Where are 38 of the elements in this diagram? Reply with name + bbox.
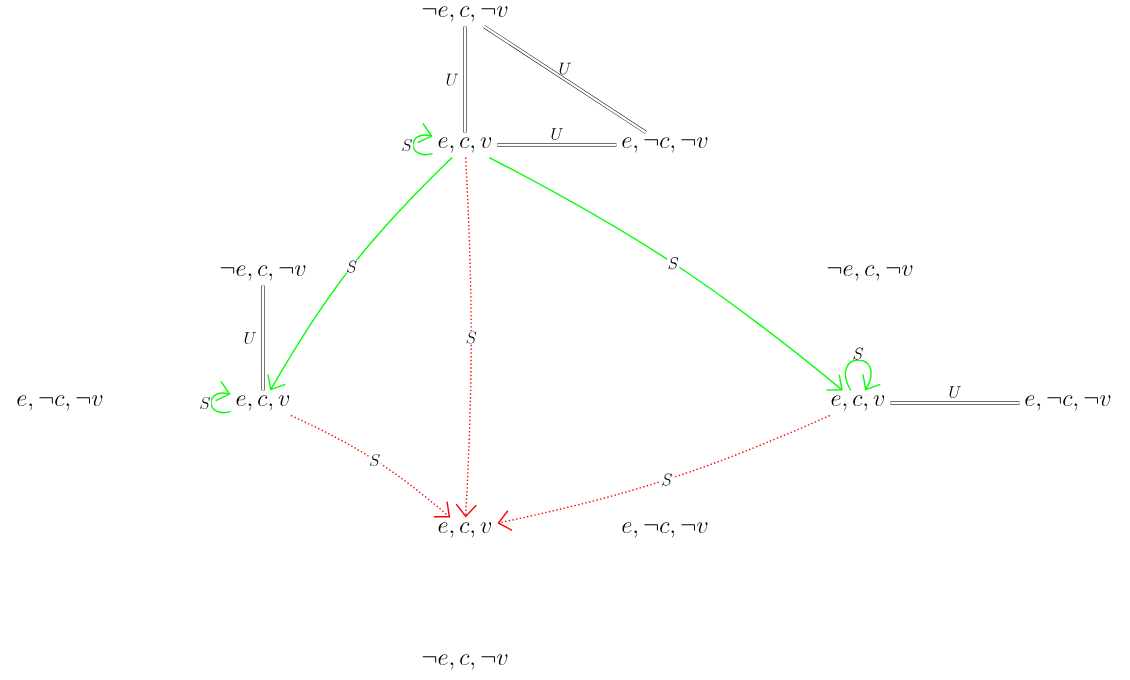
- edge-label: $U$: [559, 62, 571, 75]
- edge-label: $S$: [400, 138, 414, 152]
- state-label: $\neg e, c, \neg v$: [220, 265, 306, 281]
- double-line: [497, 143, 617, 147]
- double-line: [261, 285, 265, 391]
- arrow: [290, 414, 451, 518]
- state-label: $e, \neg c, \neg v$: [622, 522, 708, 538]
- arrow: [497, 414, 831, 532]
- double-line: [890, 401, 1020, 405]
- arrow: [267, 156, 453, 391]
- state-label: $\neg e, c, \neg v$: [827, 265, 913, 281]
- edge-label: $S$: [198, 396, 212, 410]
- edge-label: $S$: [345, 260, 358, 273]
- loop-arrow: [210, 380, 232, 414]
- edge-label: $U$: [244, 332, 256, 345]
- edge-label: $U$: [446, 73, 458, 86]
- edge-label: $S$: [660, 473, 674, 486]
- state-label: $e, c, v$: [236, 395, 290, 411]
- edge-label: $S$: [667, 256, 680, 270]
- state-label: $e, c, v$: [438, 137, 492, 153]
- edge-label: $U$: [551, 128, 563, 141]
- loop-arrow: [844, 359, 881, 392]
- edge-label: $S$: [368, 453, 381, 467]
- edge-label: $U$: [949, 386, 961, 399]
- state-label: $\neg e, c, \neg v$: [422, 6, 508, 22]
- state-label: $e, c, v$: [831, 395, 885, 411]
- state-label: $e, c, v$: [438, 522, 492, 538]
- state-label: $e, \neg c, \neg v$: [17, 395, 103, 411]
- edge-label: $S$: [465, 331, 478, 344]
- loop-arrow: [412, 122, 434, 156]
- state-label: $e, \neg c, \neg v$: [1025, 395, 1111, 411]
- state-label: $e, \neg c, \neg v$: [622, 137, 708, 153]
- double-line: [483, 25, 647, 134]
- arrow: [455, 156, 478, 518]
- double-line: [463, 26, 467, 133]
- edge-label: $S$: [851, 347, 865, 360]
- state-label: $\neg e, c, \neg v$: [422, 654, 508, 670]
- arrow: [488, 156, 843, 391]
